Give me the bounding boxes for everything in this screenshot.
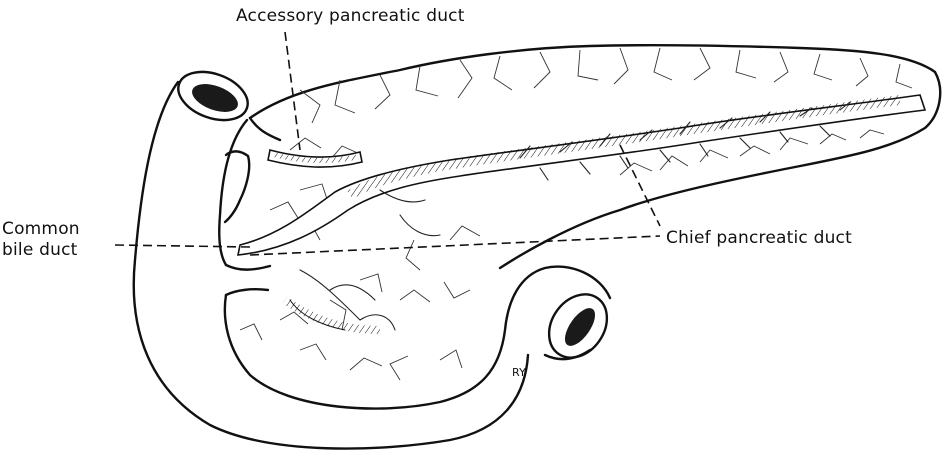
duodenum xyxy=(134,63,619,449)
chief-duct-leader-d xyxy=(620,145,660,226)
common-bile-duct-label-line1: Common xyxy=(2,219,80,240)
accessory-duct-leader xyxy=(285,32,300,150)
common-bile-duct-label: Common bile duct xyxy=(2,219,80,261)
common-bile-duct-label-line2: bile duct xyxy=(2,240,80,261)
accessory-pancreatic-duct-label: Accessory pancreatic duct xyxy=(236,6,465,26)
head-duct-branches xyxy=(285,102,850,330)
chief-pancreatic-duct-label: Chief pancreatic duct xyxy=(666,228,852,248)
accessory-pancreatic-duct xyxy=(268,150,362,167)
artist-initials: RY xyxy=(512,366,526,379)
chief-duct-leader-h xyxy=(250,236,660,255)
